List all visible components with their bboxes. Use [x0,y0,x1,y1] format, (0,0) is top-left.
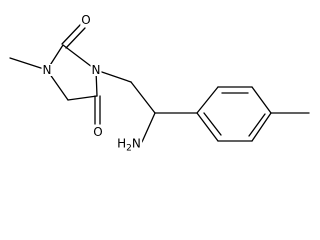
atom-label-n1: N [41,63,53,77]
molecule-drawing: N N O O H2N [9,13,310,155]
atom-label-n3: N [90,63,102,77]
atom-label-amine: H2N [116,136,142,155]
bond-ar6-ar1-inner [203,112,222,136]
bond-ar1-ar2 [196,86,219,114]
bond-c2-o2-b [65,27,86,49]
bond-n1-methyl [9,57,48,71]
bond-ch-nh2 [141,112,156,143]
bond-layer [9,23,310,143]
bond-n3-c2 [62,44,97,71]
atom-label-o4: O [92,125,104,139]
bond-ar4-ar5 [251,112,272,142]
bond-ar6-ar1 [196,112,219,142]
atom-label-o2: O [80,13,92,27]
bond-ar3-ar4 [251,86,272,114]
bond-c5-c4 [67,95,98,101]
bond-ar4-ar5-inner [248,113,266,137]
bond-c2-o2-a [61,23,82,45]
bond-n3-ch2 [95,69,132,83]
bond-ch2-ch [130,81,156,114]
